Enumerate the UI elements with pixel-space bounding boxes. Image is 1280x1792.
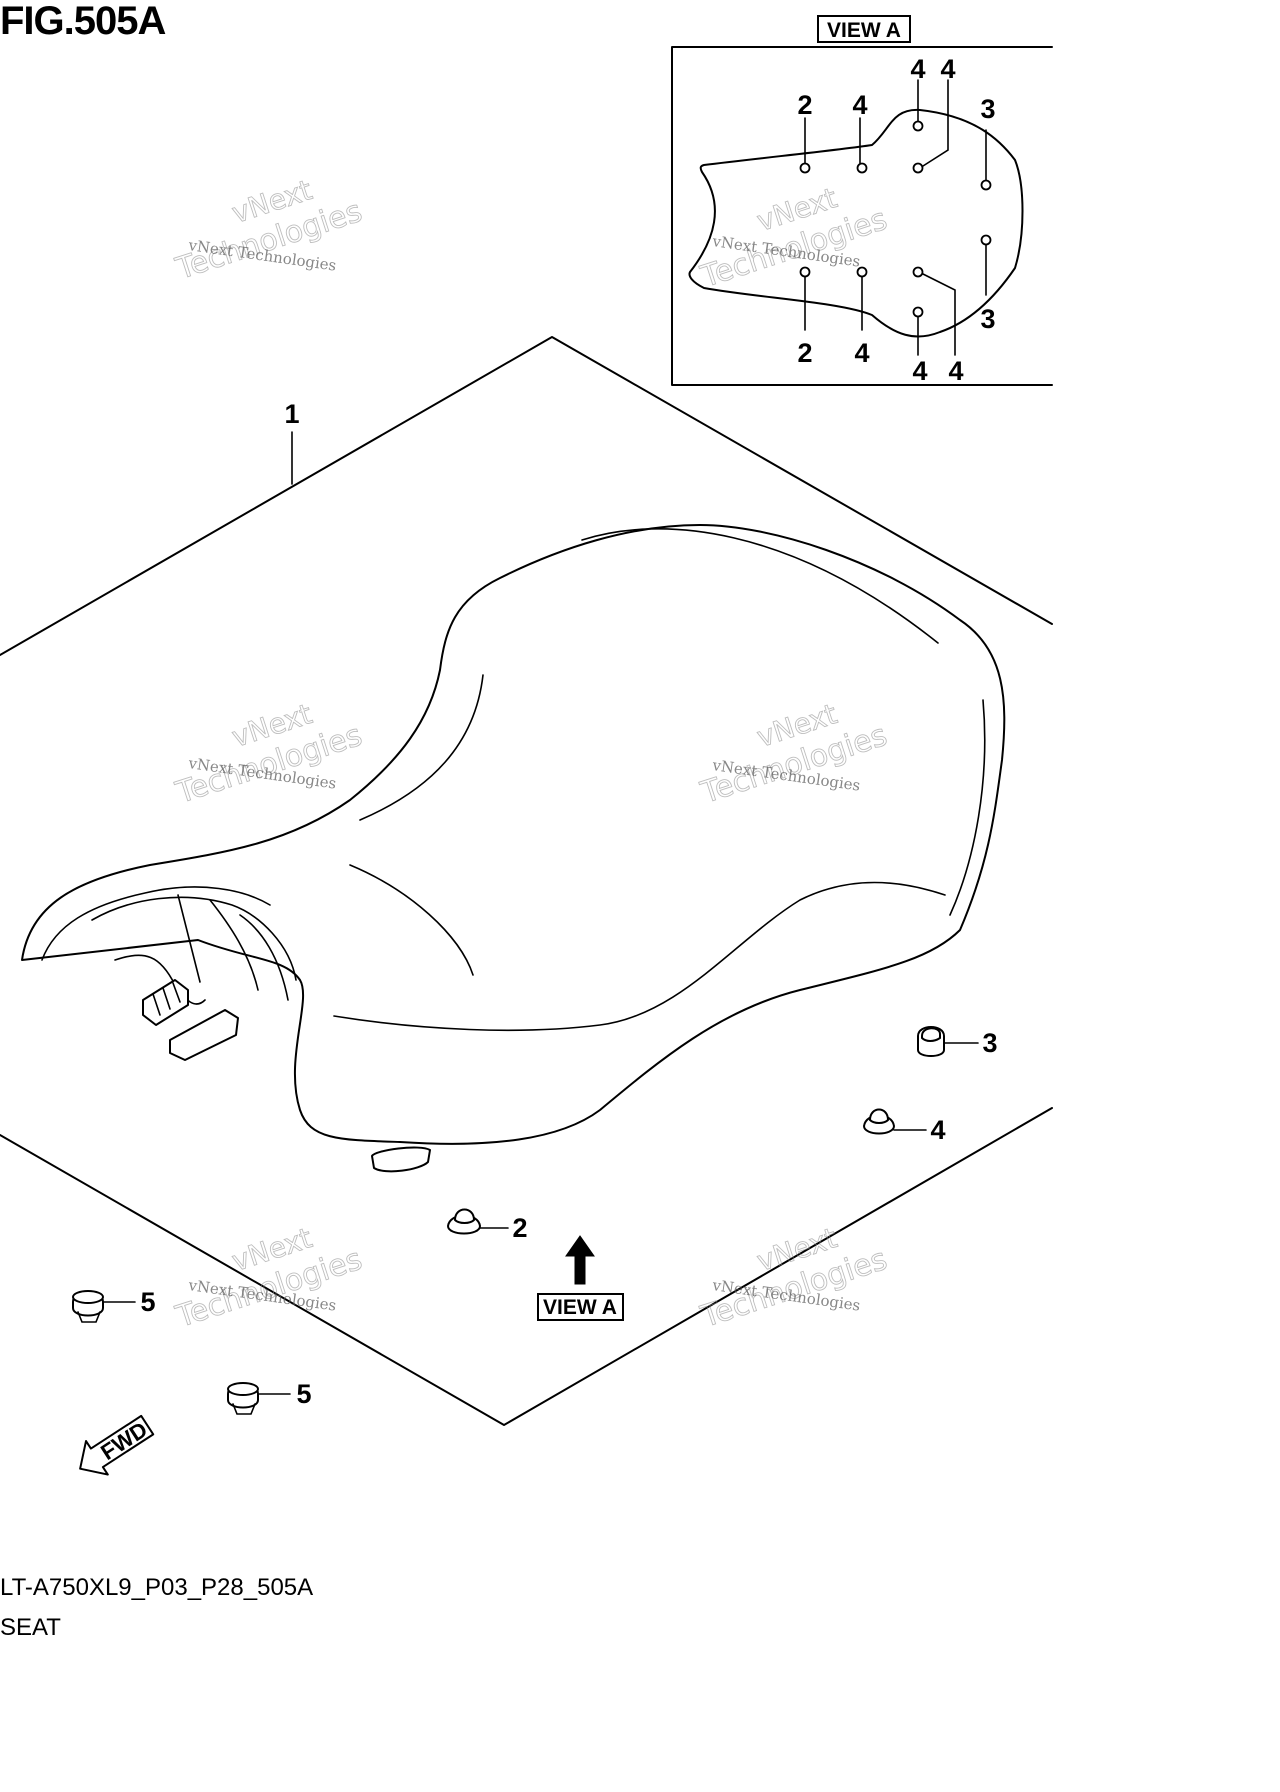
view-a-seat-outline	[688, 108, 1024, 338]
view-a-title: VIEW A	[827, 19, 901, 42]
fastener-part-2: 2	[447, 1208, 528, 1243]
view-a-title-box	[817, 15, 911, 43]
part-5a-callout: 5	[140, 1287, 155, 1317]
view-a-callout: 4	[852, 90, 867, 120]
part-4-callout: 4	[930, 1115, 945, 1145]
view-a-frame	[671, 46, 1053, 386]
fastener-part-5: 5	[72, 1287, 156, 1323]
part-5b-callout: 5	[296, 1379, 311, 1409]
view-a-hole	[799, 266, 811, 278]
diagram-name: SEAT	[0, 1614, 61, 1641]
view-a-arrow-label: VIEW A	[543, 1296, 617, 1319]
view-a-hole	[856, 162, 868, 174]
seat-bottom-hook	[371, 1146, 431, 1173]
figure-title: FIG.505A	[0, 0, 166, 43]
seat	[21, 524, 1006, 1173]
view-a-callout: 4	[940, 54, 955, 84]
fwd-arrow: FWD	[79, 1414, 155, 1476]
view-a-hole	[799, 162, 811, 174]
seat-callout: 1	[284, 399, 299, 429]
view-a-callout: 3	[980, 94, 995, 124]
assembly-boundary	[0, 336, 1053, 1426]
view-a-hole	[980, 234, 992, 246]
view-a-hole	[912, 120, 924, 132]
view-a-callout: 2	[797, 338, 812, 368]
view-a-inset: VIEW A 4 4 2 4 3 3 2 4 4	[671, 15, 1053, 386]
view-a-callout: 4	[948, 356, 963, 386]
view-a-arrow: VIEW A	[537, 1235, 624, 1321]
seat-outline	[21, 524, 1006, 1145]
fastener-part-4: 4	[863, 1108, 946, 1145]
view-a-hole	[912, 266, 924, 278]
view-a-hole	[912, 306, 924, 318]
seat-latch-tab	[142, 979, 189, 1026]
view-a-callout: 4	[854, 338, 869, 368]
view-a-callout: 4	[912, 356, 927, 386]
seat-latch-tab	[169, 1009, 239, 1061]
view-a-callout: 2	[797, 90, 812, 120]
fastener-part-5: 5	[227, 1379, 312, 1415]
view-a-callout: 4	[910, 54, 925, 84]
view-a-hole	[912, 162, 924, 174]
view-a-hole	[980, 179, 992, 191]
part-3-callout: 3	[982, 1028, 997, 1058]
part-2-callout: 2	[512, 1213, 527, 1243]
fastener-part-3: 3	[917, 1026, 998, 1058]
watermark: vNext Technologies vNext Technologies vN…	[171, 173, 892, 1336]
view-a-callout: 3	[980, 304, 995, 334]
diagram-code: LT-A750XL9_P03_P28_505A	[0, 1574, 313, 1601]
